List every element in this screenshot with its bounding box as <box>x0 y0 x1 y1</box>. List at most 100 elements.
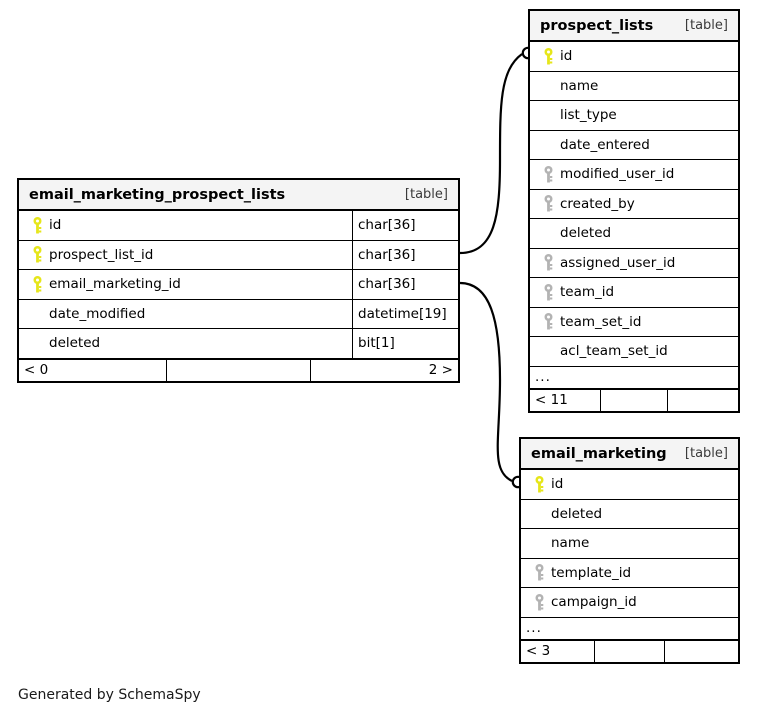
column-name-cell: list_type <box>530 101 738 130</box>
column-name-cell: acl_team_set_id <box>530 337 738 366</box>
column-name-cell: id <box>530 42 738 71</box>
column-name-cell: template_id <box>521 559 738 588</box>
key-icon-primary <box>25 216 49 234</box>
column-name-cell: date_modified <box>19 300 352 329</box>
column-name-cell: id <box>19 211 352 240</box>
column-name-cell: modified_user_id <box>530 160 738 189</box>
key-icon-foreign <box>536 165 560 183</box>
column-type: char[36] <box>352 270 458 299</box>
footer-parent-count[interactable]: < 3 <box>526 643 551 659</box>
footer-parent-count[interactable]: < 11 <box>535 392 568 408</box>
column-name-cell: deleted <box>19 329 352 358</box>
key-icon-primary <box>25 246 49 263</box>
column-type: datetime[19] <box>352 299 458 328</box>
more-columns-indicator[interactable]: ... <box>521 618 738 640</box>
key-icon-primary <box>536 47 560 65</box>
footer-middle <box>594 640 663 662</box>
table-row[interactable]: name <box>530 72 738 101</box>
table-row[interactable]: date_entered <box>530 131 738 160</box>
column-name-cell: assigned_user_id <box>530 249 738 278</box>
column-name: template_id <box>551 564 632 581</box>
table-footer: < 0 2 > <box>19 358 458 381</box>
footer-parent-count[interactable]: < 0 <box>24 362 49 378</box>
table-row[interactable]: campaign_id <box>521 588 738 618</box>
table-title: prospect_lists <box>540 17 654 34</box>
table-email-marketing-prospect-lists[interactable]: email_marketing_prospect_lists [table] i… <box>17 178 460 383</box>
column-name: id <box>49 217 62 234</box>
column-name-cell: id <box>521 470 738 499</box>
column-name-cell: date_entered <box>530 131 738 160</box>
table-row[interactable]: id char[36] <box>19 211 458 241</box>
column-type: bit[1] <box>352 329 458 358</box>
table-row[interactable]: deleted <box>521 500 738 529</box>
column-name: modified_user_id <box>560 166 675 183</box>
key-icon-foreign <box>527 593 551 611</box>
table-row[interactable]: created_by <box>530 190 738 219</box>
table-row[interactable]: list_type <box>530 101 738 131</box>
column-name-cell: email_marketing_id <box>19 270 352 299</box>
table-header: email_marketing [table] <box>521 439 738 470</box>
column-name-cell: team_set_id <box>530 308 738 337</box>
table-email-marketing[interactable]: email_marketing [table] id <box>519 437 740 664</box>
column-type: char[36] <box>352 211 458 240</box>
table-row[interactable]: date_modified datetime[19] <box>19 299 458 329</box>
table-title: email_marketing_prospect_lists <box>29 186 286 203</box>
relationship-line-email-marketing <box>459 281 513 482</box>
column-name-cell: campaign_id <box>521 588 738 617</box>
table-row[interactable]: id <box>530 42 738 72</box>
column-name: acl_team_set_id <box>560 343 668 360</box>
column-name: prospect_list_id <box>49 246 154 263</box>
table-row[interactable]: name <box>521 529 738 559</box>
relationship-line-prospect-lists <box>459 53 523 255</box>
table-row[interactable]: deleted bit[1] <box>19 329 458 359</box>
generator-caption: Generated by SchemaSpy <box>18 687 201 703</box>
column-name: deleted <box>560 225 612 242</box>
footer-child-count <box>666 389 738 411</box>
footer-middle <box>166 359 309 381</box>
column-name: created_by <box>560 195 635 212</box>
table-row[interactable]: deleted <box>530 219 738 249</box>
footer-middle <box>600 389 666 411</box>
column-name-cell: name <box>521 529 738 558</box>
table-row[interactable]: template_id <box>521 559 738 588</box>
key-icon-foreign <box>536 195 560 212</box>
table-row[interactable]: email_marketing_id char[36] <box>19 270 458 300</box>
table-prospect-lists[interactable]: prospect_lists [table] id <box>528 9 740 413</box>
column-name: date_modified <box>49 305 146 322</box>
column-name-cell: deleted <box>530 219 738 248</box>
table-type-tag: [table] <box>684 446 728 461</box>
column-name: team_id <box>560 284 615 301</box>
table-row[interactable]: prospect_list_id char[36] <box>19 240 458 270</box>
footer-child-count[interactable]: 2 > <box>309 359 458 381</box>
column-name-cell: name <box>530 72 738 101</box>
column-name-cell: team_id <box>530 278 738 307</box>
column-name-cell: prospect_list_id <box>19 241 352 270</box>
column-name: list_type <box>560 107 617 124</box>
key-icon-primary <box>25 275 49 293</box>
table-row[interactable]: acl_team_set_id <box>530 337 738 367</box>
key-icon-foreign <box>536 254 560 271</box>
key-icon-foreign <box>536 283 560 301</box>
column-name: name <box>560 77 599 94</box>
table-row[interactable]: modified_user_id <box>530 160 738 190</box>
column-type: char[36] <box>352 240 458 269</box>
table-row[interactable]: id <box>521 470 738 500</box>
table-row[interactable]: team_id <box>530 278 738 308</box>
table-title: email_marketing <box>531 445 667 462</box>
column-name-cell: deleted <box>521 500 738 529</box>
column-name: deleted <box>49 335 101 352</box>
key-icon-foreign <box>536 313 560 330</box>
column-name: deleted <box>551 505 603 522</box>
column-name: id <box>560 48 573 65</box>
more-columns-indicator[interactable]: ... <box>530 367 738 389</box>
table-row[interactable]: team_set_id <box>530 308 738 337</box>
column-name-cell: created_by <box>530 190 738 219</box>
table-footer: < 3 <box>521 639 738 662</box>
column-name: id <box>551 476 564 493</box>
key-icon-foreign <box>527 564 551 581</box>
table-row[interactable]: assigned_user_id <box>530 249 738 278</box>
column-name: name <box>551 535 590 552</box>
column-name: date_entered <box>560 136 650 153</box>
table-header: prospect_lists [table] <box>530 11 738 42</box>
